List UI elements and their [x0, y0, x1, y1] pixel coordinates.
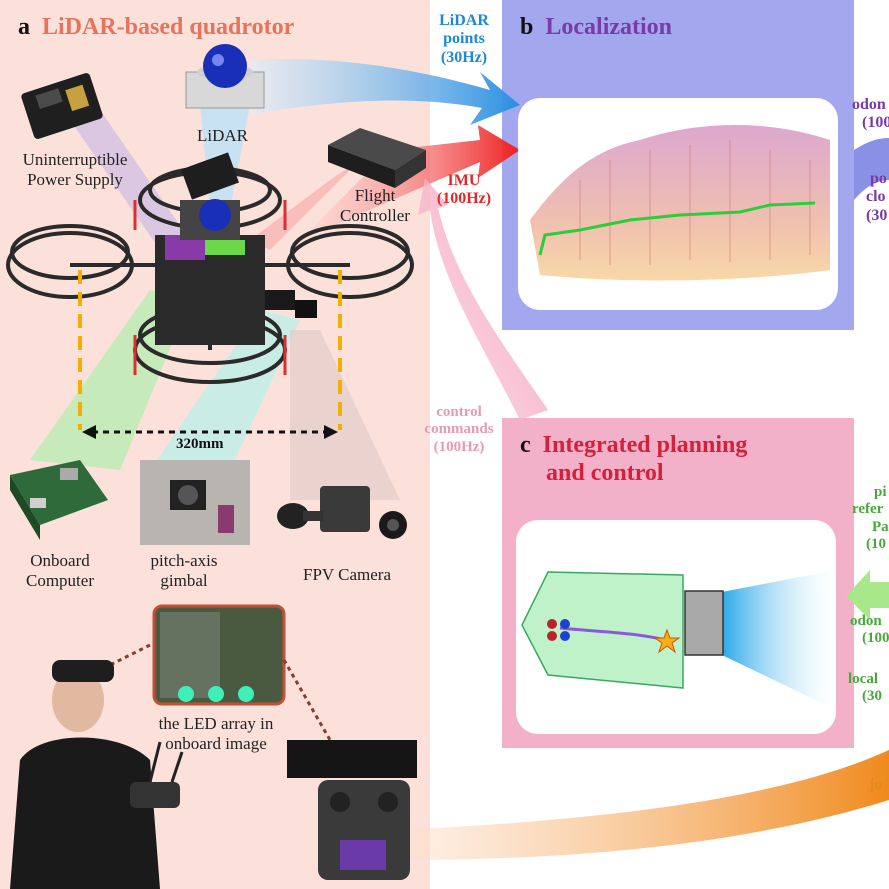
- onboard-label-line2: Computer: [26, 570, 94, 590]
- fpv-camera-label: FPV Camera: [303, 565, 391, 584]
- led-label-line1: the LED array in: [158, 714, 274, 733]
- gimbal-label-line2: gimbal: [160, 570, 208, 590]
- right-c1-line4: (10: [866, 535, 886, 552]
- panel-b-title: Localization: [545, 14, 673, 40]
- right-c1-line2: refer: [852, 501, 884, 518]
- drone-marker-blue-2: [560, 631, 570, 641]
- lidar-points-flow-label: LiDAR points (30Hz): [428, 12, 500, 67]
- panel-a-title: LiDAR-based quadrotor: [42, 14, 295, 40]
- onboard-computer-label: Onboard Computer: [12, 551, 108, 590]
- imu-flow-line1: IMU: [447, 172, 481, 189]
- panel-a-letter: a: [18, 14, 30, 40]
- led-label-line2: onboard image: [165, 733, 267, 753]
- cloud-b-flow-label: po clo (30: [866, 170, 887, 225]
- panel-c-letter: c: [520, 432, 531, 458]
- obstacle: [684, 590, 724, 656]
- trajectory-line: [538, 201, 816, 256]
- path-in-arrow: [846, 570, 889, 620]
- panel-c-title-line1: Integrated planning: [542, 432, 748, 458]
- point-cloud: [530, 125, 830, 281]
- panel-c-title-line2: and control: [546, 459, 664, 486]
- odom-out-arrow: [854, 138, 889, 200]
- panel-a-heading: a LiDAR-based quadrotor: [18, 14, 294, 42]
- lidar-flow-line3: (30Hz): [440, 48, 488, 66]
- right-c1-line3: Pa: [872, 518, 889, 535]
- lidar-flow-line1: LiDAR: [439, 12, 489, 29]
- fc-label: Flight Controller: [336, 186, 414, 225]
- fpv-camera-image: [277, 486, 407, 539]
- odom-b-line2: (100: [862, 114, 889, 132]
- panel-b-heading: b Localization: [520, 14, 672, 42]
- ups-beam: [70, 110, 190, 250]
- lidar-label: LiDAR: [197, 126, 248, 145]
- cloud-b-line1: po: [870, 170, 887, 187]
- lidar-sensor-image: [185, 44, 265, 109]
- goal-star-icon: [653, 628, 681, 654]
- right-c3-line2: (30: [862, 688, 882, 705]
- ups-label-line2: Power Supply: [27, 169, 123, 189]
- imu-flow-arrow: [300, 125, 520, 240]
- right-c2-line1: odon: [850, 613, 882, 629]
- ups-label: Uninterruptible Power Supply: [12, 150, 138, 189]
- cloud-b-line2: clo: [866, 188, 886, 206]
- rc-transmitter-image: [287, 740, 417, 880]
- odom-c-flow-label: odon (100: [850, 613, 889, 648]
- onboard-beam: [30, 290, 190, 470]
- drone-body: [133, 152, 317, 375]
- joystick-flow-label: jo: [869, 776, 883, 793]
- drone-marker-red-1: [547, 619, 557, 629]
- control-flow-line3: (100Hz): [433, 438, 485, 455]
- led-onboard-image: [152, 604, 286, 706]
- drone-marker-blue-1: [560, 619, 570, 629]
- imu-flow-line2: (100Hz): [436, 190, 492, 208]
- odom-b-line1: odon: [852, 96, 886, 113]
- fc-beam: [250, 160, 360, 250]
- drone-marker-red-2: [547, 631, 557, 641]
- dimension-guides: [78, 270, 342, 439]
- gimbal-label-line1: pitch-axis: [150, 551, 218, 570]
- fpv-beam: [290, 330, 400, 500]
- dimension-label: 320mm: [176, 436, 224, 452]
- cloud-b-line3: (30: [866, 206, 888, 224]
- local-map-flow-label: local (30: [848, 671, 882, 706]
- lidar-flow-arrow: [250, 59, 520, 125]
- led-array-label: the LED array in onboard image: [136, 714, 296, 753]
- right-c3-line1: local: [848, 671, 878, 687]
- gimbal-beam: [150, 310, 300, 470]
- planning-scene: [521, 570, 836, 710]
- control-flow-arrow: [418, 178, 548, 420]
- ups-board-image: [21, 73, 103, 139]
- lidar-flow-line2: points: [443, 30, 485, 48]
- ups-label-line1: Uninterruptible: [22, 150, 128, 169]
- gimbal-label: pitch-axis gimbal: [136, 551, 232, 590]
- right-c1-line1: pi: [874, 484, 887, 500]
- control-flow-line2: commands: [424, 421, 494, 438]
- sensor-fov: [722, 570, 836, 710]
- imu-flow-label: IMU (100Hz): [428, 172, 500, 209]
- control-commands-flow-label: control commands (100Hz): [414, 404, 504, 456]
- control-flow-line1: control: [436, 404, 482, 420]
- odom-b-flow-label: odon (100: [852, 96, 889, 133]
- onboard-computer-image: [10, 460, 108, 540]
- safe-corridor: [521, 571, 684, 689]
- onboard-label-line1: Onboard: [30, 551, 90, 570]
- panel-c-heading: c Integrated planning and control: [520, 432, 747, 487]
- path-reference-flow-label: pi refer Pa (10: [852, 484, 889, 553]
- joystick-flow-arrow: [400, 750, 889, 860]
- flight-controller-image: [328, 128, 426, 188]
- fc-label-line2: Controller: [340, 205, 410, 225]
- fc-label-line1: Flight: [354, 186, 396, 205]
- pilot-image: [10, 660, 184, 889]
- gimbal-photo: [140, 460, 250, 545]
- right-c2-line2: (100: [862, 630, 889, 647]
- panel-b-letter: b: [520, 14, 534, 40]
